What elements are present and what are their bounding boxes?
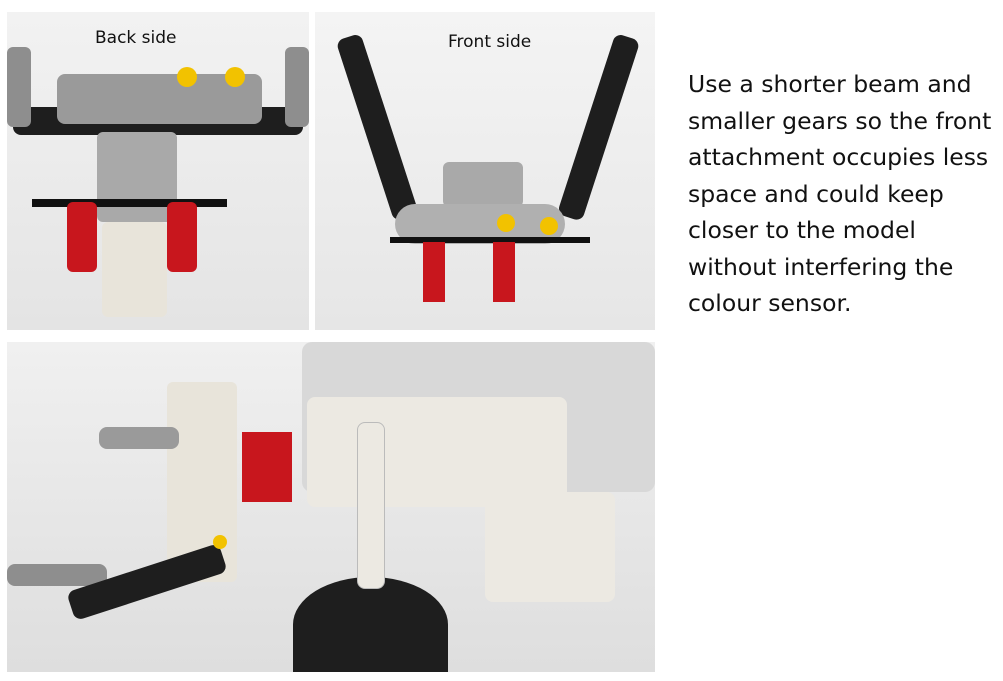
black-axle <box>390 237 590 243</box>
yellow-bushing <box>540 217 558 235</box>
yellow-bushing <box>225 67 245 87</box>
front-side-caption: Front side <box>448 32 532 52</box>
red-lever <box>167 202 197 272</box>
grey-beam <box>7 564 107 586</box>
description-text: Use a shorter beam and smaller gears so … <box>688 70 992 317</box>
left-black-arm <box>335 32 420 222</box>
black-axle <box>32 199 227 207</box>
grey-frame <box>97 132 177 222</box>
yellow-bushing <box>497 214 515 232</box>
motor <box>485 492 615 602</box>
white-beam <box>357 422 385 589</box>
right-black-arm <box>556 32 641 222</box>
colour-sensor <box>102 222 167 317</box>
mounted-attachment-photo <box>7 342 655 672</box>
back-side-caption: Back side <box>95 28 177 48</box>
grey-frame <box>443 162 523 207</box>
red-lever <box>67 202 97 272</box>
red-connectors <box>242 432 292 502</box>
back-side-photo: Back side <box>7 12 309 330</box>
left-grey-beam <box>7 47 31 127</box>
red-lever <box>493 242 515 302</box>
white-panel <box>307 397 567 507</box>
yellow-bushing <box>213 535 227 549</box>
wheel <box>293 577 448 672</box>
grey-beam <box>99 427 179 449</box>
red-lever <box>423 242 445 302</box>
right-grey-beam <box>285 47 309 127</box>
front-side-photo: Front side <box>315 12 655 330</box>
yellow-bushing <box>177 67 197 87</box>
